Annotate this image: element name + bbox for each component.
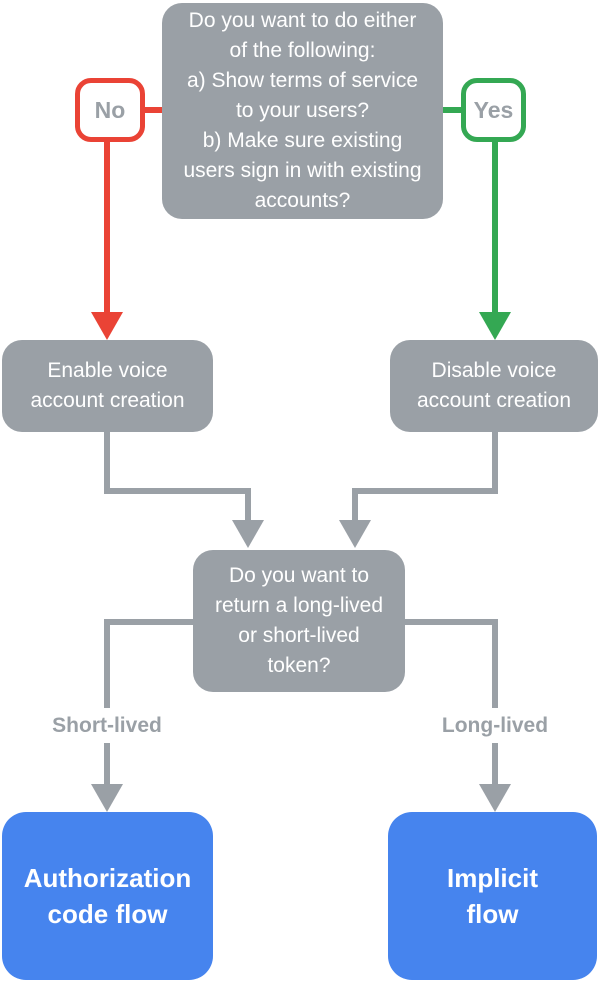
- enable-voice-node: Enable voice account creation: [2, 340, 213, 432]
- long-lived-arrow-down-icon: [479, 784, 511, 812]
- long-lived-label: Long-lived: [410, 708, 580, 743]
- yes-branch-connector-horizontal: [442, 107, 462, 113]
- short-lived-connector-vertical: [104, 619, 110, 786]
- red-arrow-down-icon: [91, 312, 123, 340]
- long-lived-connector-horizontal: [405, 619, 495, 625]
- enable-voice-out-connector-horizontal: [104, 488, 251, 494]
- short-lived-label: Short-lived: [22, 708, 192, 743]
- implicit-flow-text: Implicit flow: [446, 863, 538, 929]
- token-question-node: Do you want to return a long-lived or sh…: [193, 550, 405, 692]
- no-branch-connector-vertical: [104, 140, 110, 314]
- enable-voice-text: Enable voice account creation: [30, 359, 185, 412]
- yes-badge: Yes: [461, 78, 526, 142]
- top-question-text: Do you want to do either of the followin…: [183, 9, 422, 212]
- green-arrow-down-icon: [479, 312, 511, 340]
- token-question-text: Do you want to return a long-lived or sh…: [214, 564, 384, 677]
- implicit-flow-node: Implicit flow: [388, 812, 597, 980]
- yes-badge-label: Yes: [473, 96, 514, 123]
- short-lived-arrow-down-icon: [91, 784, 123, 812]
- disable-voice-out-connector-vertical: [492, 432, 498, 494]
- no-badge-label: No: [94, 96, 126, 123]
- disable-voice-node: Disable voice account creation: [390, 340, 598, 432]
- authorization-code-flow-node: Authorization code flow: [2, 812, 213, 980]
- short-lived-label-text: Short-lived: [52, 713, 162, 737]
- disable-voice-text: Disable voice account creation: [416, 359, 572, 412]
- long-lived-label-text: Long-lived: [441, 713, 549, 737]
- no-badge: No: [75, 78, 145, 142]
- disable-voice-in-connector-vertical: [352, 488, 358, 522]
- long-lived-connector-vertical: [492, 619, 498, 786]
- disable-voice-out-connector-horizontal: [352, 488, 498, 494]
- authorization-code-flow-text: Authorization code flow: [23, 863, 192, 929]
- enable-voice-out-connector-vertical: [104, 432, 110, 494]
- gray-arrow-down-right-icon: [339, 520, 371, 548]
- gray-arrow-down-left-icon: [232, 520, 264, 548]
- short-lived-connector-horizontal: [107, 619, 193, 625]
- top-question-node: Do you want to do either of the followin…: [162, 3, 443, 219]
- yes-branch-connector-vertical: [492, 140, 498, 314]
- enable-voice-in-connector-vertical: [245, 488, 251, 522]
- no-branch-connector-horizontal: [143, 107, 163, 113]
